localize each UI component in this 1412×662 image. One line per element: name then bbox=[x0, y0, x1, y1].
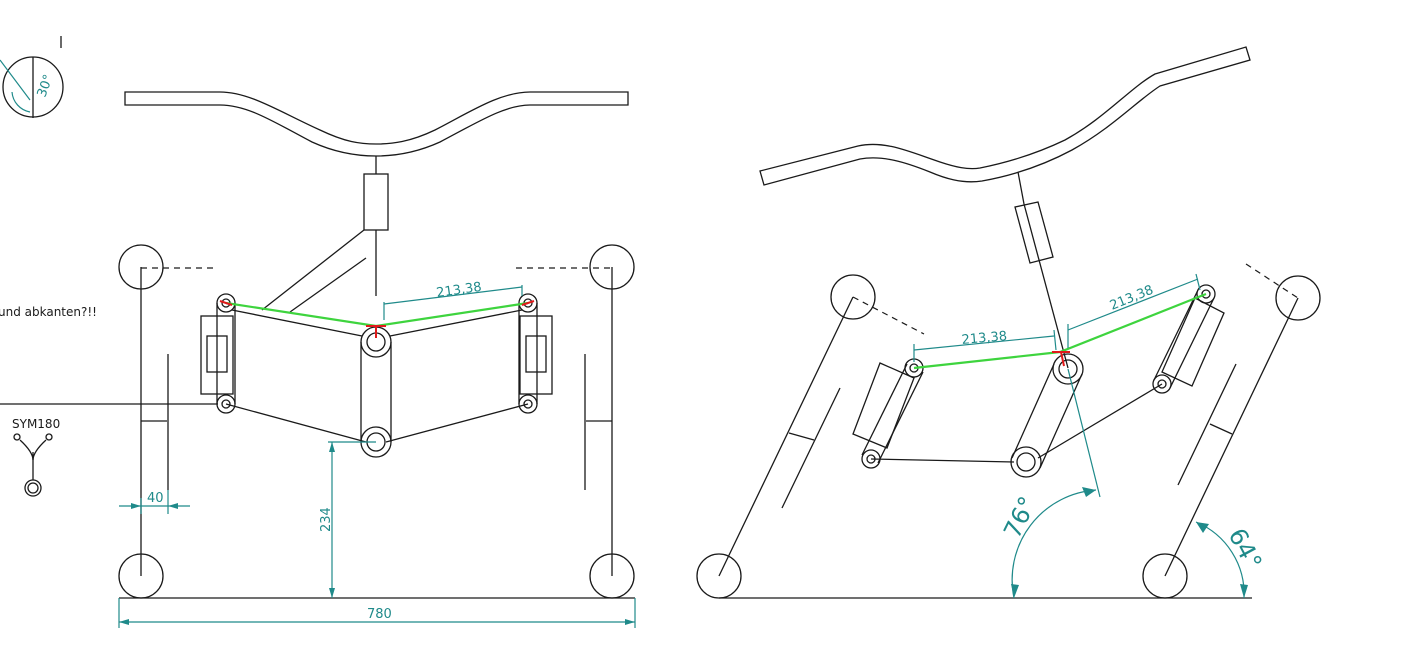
side-plate-right bbox=[519, 315, 553, 395]
link-dim-right-view-left: 213,38 bbox=[961, 329, 1008, 348]
wheel-mid-left bbox=[830, 274, 876, 320]
handlebar-left-view bbox=[124, 91, 629, 157]
symmetry-label: SYM180 bbox=[12, 417, 60, 431]
link-dim-right-view-right: 213,38 bbox=[1108, 283, 1156, 314]
angle-left-label: 76° bbox=[998, 492, 1042, 543]
symmetry-symbol: SYM180 bbox=[12, 417, 60, 497]
stem-block bbox=[363, 173, 389, 231]
detail-angle-label: 30° bbox=[35, 73, 57, 100]
center-pivot-top-right bbox=[1052, 353, 1084, 385]
side-plate-right-right-view bbox=[1161, 297, 1225, 387]
stem-block-right bbox=[1014, 201, 1054, 264]
link-highlight-left-view bbox=[225, 301, 529, 328]
side-plate-left-right-view bbox=[852, 362, 915, 449]
link-dim-left-view: 213,38 bbox=[435, 280, 482, 301]
left-view: 213,38 234 40 780 bbox=[118, 91, 636, 628]
offset-dim-label: 40 bbox=[147, 491, 164, 506]
angle-right-label: 64° bbox=[1223, 524, 1268, 575]
right-view: 213,38 213,38 76° 64° bbox=[696, 46, 1321, 599]
handlebar-right-view bbox=[759, 46, 1251, 186]
width-dim-label: 780 bbox=[367, 607, 392, 622]
height-dim-label: 234 bbox=[319, 507, 334, 532]
wheel-mid-right bbox=[1275, 275, 1321, 321]
detail-circle: 30° bbox=[0, 36, 64, 118]
partial-note-text: und abkanten?!! bbox=[0, 305, 97, 319]
center-pivot-bottom-right bbox=[1010, 446, 1042, 478]
